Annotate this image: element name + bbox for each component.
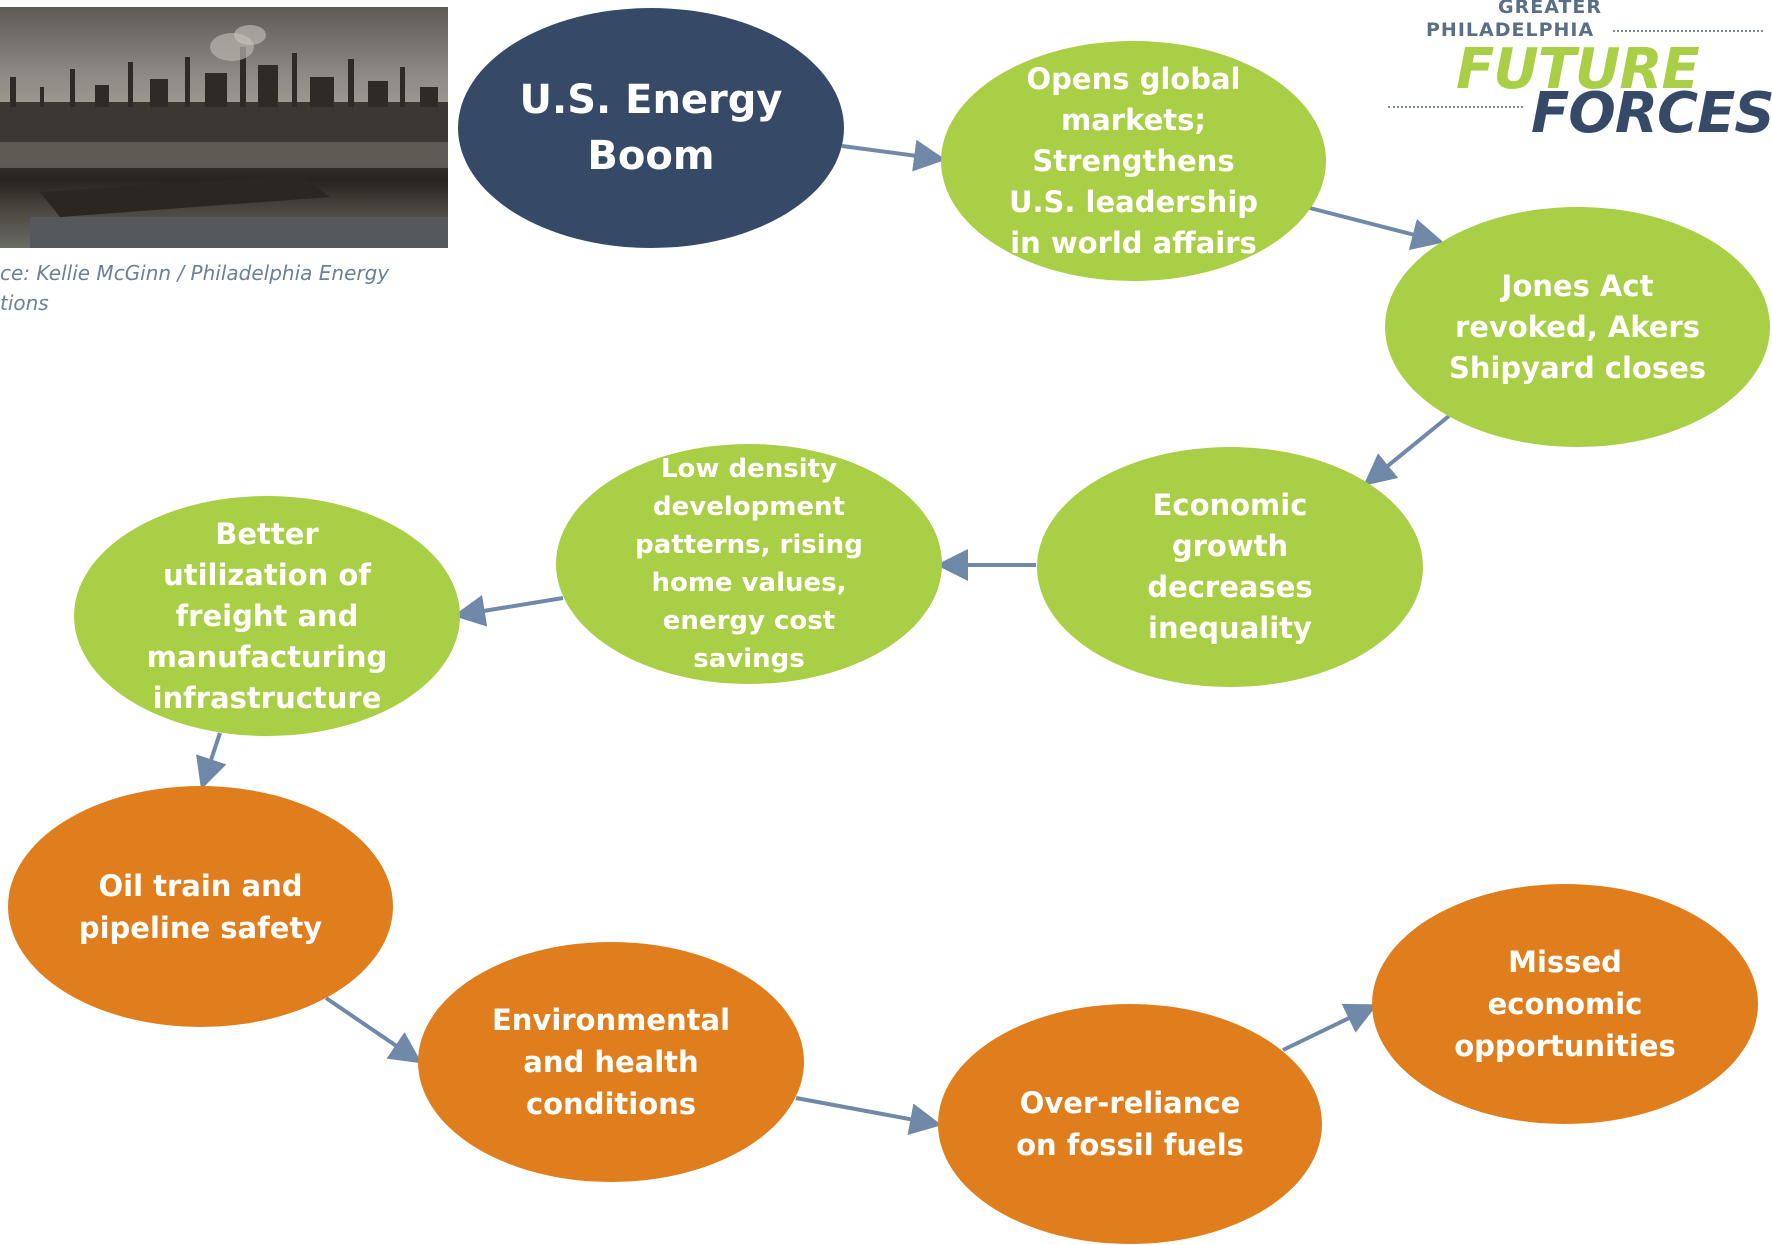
node-energy-boom-line-2: Boom	[587, 133, 715, 179]
node-us-energy-boom: U.S. Energy Boom	[458, 8, 844, 248]
node-environmental-health: Environmental and health conditions	[418, 942, 804, 1182]
node-density-line-4: home values,	[651, 568, 847, 598]
node-economic-growth: Economic growth decreases inequality	[1037, 447, 1423, 687]
node-density-line-3: patterns, rising	[635, 530, 863, 560]
node-markets-line-1: Opens global	[1026, 61, 1241, 96]
future-forces-logo: GREATER PHILADELPHIA FUTURE FORCES	[1388, 0, 1772, 144]
arrow-jones-to-growth	[1363, 414, 1451, 486]
caption-line-2: tions	[0, 291, 49, 315]
node-over-reliance-fossil-fuels: Over-reliance on fossil fuels	[938, 1004, 1322, 1244]
node-low-density-development: Low density development patterns, rising…	[556, 444, 942, 684]
arrow-fossil-to-missed	[1282, 1003, 1378, 1052]
logo-dotted-rule-top	[1613, 30, 1763, 32]
arrow-freight-to-oil	[196, 732, 227, 790]
node-density-line-6: savings	[693, 644, 805, 674]
arrow-density-to-freight	[453, 595, 564, 627]
arrow-boom-to-markets	[841, 139, 946, 172]
node-freight-line-4: manufacturing	[146, 639, 388, 674]
refinery-photo	[0, 7, 448, 248]
caption-line-1: ce: Kellie McGinn / Philadelphia Energy	[0, 261, 390, 285]
logo-future: FUTURE	[1456, 37, 1700, 102]
node-density-line-5: energy cost	[662, 606, 836, 636]
node-freight-line-3: freight and	[175, 598, 359, 633]
node-fossil-line-2: on fossil fuels	[1016, 1128, 1244, 1162]
node-oil-line-1: Oil train and	[98, 868, 303, 903]
node-growth-line-3: decreases	[1147, 570, 1313, 604]
node-environment-line-3: conditions	[525, 1087, 697, 1121]
node-density-line-2: development	[653, 492, 845, 522]
node-missed-line-2: economic	[1487, 987, 1643, 1021]
node-freight-line-5: infrastructure	[152, 680, 382, 715]
node-markets-line-5: in world affairs	[1010, 225, 1257, 260]
node-jones-line-3: Shipyard closes	[1448, 350, 1707, 385]
node-oil-train-pipeline-safety: Oil train and pipeline safety	[8, 786, 393, 1027]
node-freight-line-2: utilization of	[163, 557, 371, 592]
arrow-markets-to-jones	[1305, 205, 1444, 251]
arrow-environment-to-fossil	[795, 1096, 942, 1135]
node-markets-line-3: Strengthens	[1032, 143, 1235, 178]
node-density-line-1: Low density	[660, 454, 837, 484]
node-energy-boom-line-1: U.S. Energy	[519, 77, 783, 123]
node-opens-global-markets: Opens global markets; Strengthens U.S. l…	[941, 41, 1326, 281]
node-missed-line-3: opportunities	[1454, 1029, 1676, 1063]
node-better-utilization: Better utilization of freight and manufa…	[74, 496, 460, 736]
node-growth-line-4: inequality	[1148, 611, 1312, 645]
node-jones-act-revoked: Jones Act revoked, Akers Shipyard closes	[1385, 207, 1770, 447]
logo-forces: FORCES	[1531, 81, 1772, 146]
node-markets-line-4: U.S. leadership	[1008, 184, 1259, 219]
refinery-illustration	[0, 25, 448, 248]
logo-philadelphia: PHILADELPHIA	[1426, 19, 1595, 41]
node-missed-line-1: Missed	[1508, 945, 1622, 979]
node-environment-line-2: and health	[523, 1045, 699, 1079]
node-environment-line-1: Environmental	[491, 1003, 731, 1037]
node-jones-line-2: revoked, Akers	[1454, 309, 1700, 344]
arrow-oil-to-environment	[324, 996, 422, 1064]
logo-greater: GREATER	[1498, 0, 1603, 18]
photo-caption: ce: Kellie McGinn / Philadelphia Energy …	[0, 258, 420, 318]
node-freight-line-1: Better	[215, 516, 319, 551]
logo-dotted-rule-bottom	[1388, 106, 1523, 108]
node-missed-economic-opportunities: Missed economic opportunities	[1372, 884, 1758, 1124]
node-markets-line-2: markets;	[1060, 102, 1206, 137]
node-growth-line-1: Economic	[1152, 488, 1308, 522]
node-jones-line-1: Jones Act	[1501, 268, 1654, 303]
node-oil-line-2: pipeline safety	[78, 910, 323, 945]
node-growth-line-2: growth	[1171, 529, 1289, 563]
node-fossil-line-1: Over-reliance	[1019, 1086, 1241, 1120]
